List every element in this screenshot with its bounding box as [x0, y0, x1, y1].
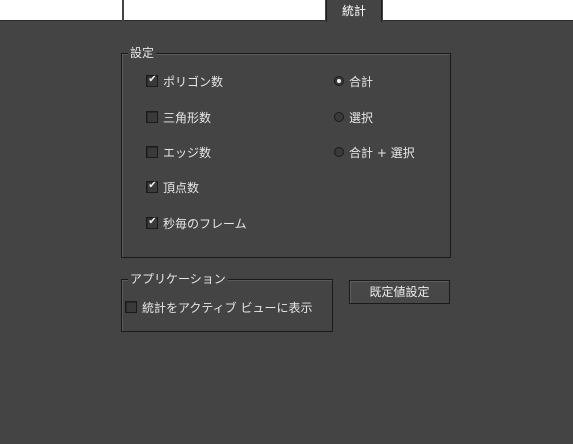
radio-selection[interactable]: 選択 [333, 110, 374, 125]
checkbox-edge-count[interactable]: エッジ数 [146, 145, 212, 160]
checkbox-label: 三角形数 [163, 110, 212, 125]
checkbox-show-stats-in-active-view[interactable]: 統計をアクティブ ビューに表示 [125, 300, 313, 315]
checkbox-label: 頂点数 [163, 180, 200, 195]
application-legend: アプリケーション [128, 272, 228, 287]
checkbox-polygon-count[interactable]: ✔ ポリゴン数 [146, 74, 224, 89]
checkbox-box[interactable]: ✔ [146, 216, 158, 229]
radio-button[interactable] [334, 147, 344, 157]
radio-total-plus-selection[interactable]: 合計 + 選択 [333, 145, 415, 160]
tab-strip: 統計 [0, 0, 573, 22]
radio-total[interactable]: 合計 [333, 74, 374, 89]
tab-blank-2[interactable] [124, 0, 325, 21]
checkbox-vertex-count[interactable]: ✔ 頂点数 [146, 180, 200, 195]
check-mark-icon: ✔ [148, 216, 157, 227]
radio-button[interactable] [334, 76, 344, 86]
tab-blank-1[interactable] [0, 0, 122, 21]
checkbox-box[interactable] [146, 146, 158, 158]
application-group: アプリケーション 統計をアクティブ ビューに表示 [121, 272, 333, 332]
set-default-button[interactable]: 既定値設定 [349, 280, 450, 304]
settings-legend: 設定 [128, 46, 157, 61]
checkbox-label: 統計をアクティブ ビューに表示 [142, 300, 313, 315]
check-mark-icon: ✔ [148, 74, 157, 85]
tab-statistics[interactable]: 統計 [326, 0, 382, 22]
tab-blank-3[interactable] [383, 0, 573, 21]
check-mark-icon: ✔ [148, 180, 157, 191]
radio-dot-icon [337, 79, 341, 83]
checkbox-label: エッジ数 [163, 145, 212, 160]
radio-label: 合計 [349, 74, 374, 89]
checkbox-box[interactable] [146, 111, 158, 123]
checkbox-box[interactable]: ✔ [146, 74, 158, 87]
checkbox-label: 秒毎のフレーム [163, 216, 247, 231]
checkbox-box[interactable] [125, 301, 137, 313]
checkbox-frames-per-second[interactable]: ✔ 秒毎のフレーム [146, 216, 247, 231]
radio-button[interactable] [334, 112, 344, 122]
checkbox-box[interactable]: ✔ [146, 180, 158, 193]
settings-group: 設定 ✔ ポリゴン数 三角形数 エッジ数 ✔ 頂点数 ✔ 秒毎のフレーム 合計 … [121, 46, 451, 258]
radio-label: 合計 + 選択 [349, 145, 415, 160]
checkbox-triangle-count[interactable]: 三角形数 [146, 110, 212, 125]
radio-label: 選択 [349, 110, 374, 125]
checkbox-label: ポリゴン数 [163, 74, 224, 89]
